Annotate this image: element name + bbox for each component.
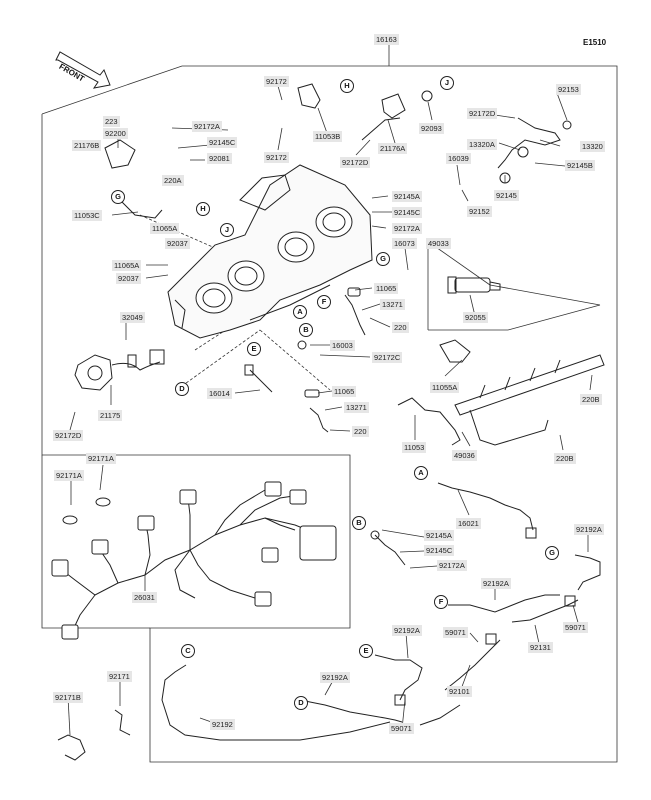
part-label: 92192A xyxy=(392,625,422,636)
part-label: 21176A xyxy=(378,143,408,154)
part-label: 11065A xyxy=(112,260,142,271)
part-label: 92153 xyxy=(556,84,581,95)
ref-letter: J xyxy=(220,223,234,237)
ref-letter: F xyxy=(434,595,448,609)
part-label: 92171A xyxy=(86,453,116,464)
part-label: 92192A xyxy=(481,578,511,589)
part-label: 220B xyxy=(554,453,576,464)
ref-letter: G xyxy=(111,190,125,204)
part-label: 92152 xyxy=(467,206,492,217)
part-label: 49036 xyxy=(452,450,477,461)
part-label: 32049 xyxy=(120,312,145,323)
part-label: 59071 xyxy=(443,627,468,638)
part-label: 92172A xyxy=(392,223,422,234)
ref-letter: A xyxy=(293,305,307,319)
front-arrow-icon: FRONT xyxy=(48,50,104,88)
part-label: 92172 xyxy=(264,152,289,163)
part-label: 92172 xyxy=(264,76,289,87)
part-label: 92192 xyxy=(210,719,235,730)
ref-letter: G xyxy=(545,546,559,560)
part-label: 92131 xyxy=(528,642,553,653)
part-label: 92172A xyxy=(437,560,467,571)
part-label: 92145C xyxy=(424,545,455,556)
ref-letter: B xyxy=(352,516,366,530)
part-label: 59071 xyxy=(563,622,588,633)
part-label: 13320 xyxy=(580,141,605,152)
ref-letter: F xyxy=(317,295,331,309)
part-label: 92192A xyxy=(320,672,350,683)
part-label: 16014 xyxy=(207,388,232,399)
front-label: FRONT xyxy=(57,62,86,84)
part-label: 11053 xyxy=(402,442,427,453)
part-label: 11065A xyxy=(150,223,180,234)
ref-letter: G xyxy=(376,252,390,266)
part-label: 92081 xyxy=(207,153,232,164)
part-label: 13271 xyxy=(344,402,369,413)
part-label: 92145A xyxy=(392,191,422,202)
ref-letter: H xyxy=(196,202,210,216)
ref-letter: C xyxy=(181,644,195,658)
part-label: 92171 xyxy=(107,671,132,682)
part-label: 92172A xyxy=(192,121,222,132)
ref-letter: H xyxy=(340,79,354,93)
diagram-code: E1510 xyxy=(583,38,607,47)
ref-letter: D xyxy=(175,382,189,396)
part-label: 220 xyxy=(392,322,409,333)
part-label: 26031 xyxy=(132,592,157,603)
part-label: 92145C xyxy=(207,137,238,148)
part-label: 220B xyxy=(580,394,602,405)
main-frame xyxy=(41,65,618,763)
part-label: 92172D xyxy=(340,157,371,168)
ref-letter: E xyxy=(247,342,261,356)
part-label: 220A xyxy=(162,175,184,186)
part-label: 92093 xyxy=(419,123,444,134)
part-label: 92172D xyxy=(467,108,498,119)
harness-frame xyxy=(41,455,150,629)
ref-letter: J xyxy=(440,76,454,90)
part-label: 21176B xyxy=(72,140,102,151)
part-label: 16073 xyxy=(392,238,417,249)
part-label: 92171B xyxy=(53,692,83,703)
part-label: 13320A xyxy=(467,139,497,150)
part-label: 49033 xyxy=(426,238,451,249)
part-label: 13271 xyxy=(380,299,405,310)
ref-letter: D xyxy=(294,696,308,710)
part-label: 16163 xyxy=(374,34,399,45)
part-label: 92101 xyxy=(447,686,472,697)
part-label: 16003 xyxy=(330,340,355,351)
part-label: 92037 xyxy=(165,238,190,249)
part-label: 16039 xyxy=(446,153,471,164)
ref-letter: A xyxy=(414,466,428,480)
part-label: 21175 xyxy=(98,410,123,421)
part-label: 92172C xyxy=(372,352,403,363)
part-label: 11065 xyxy=(332,386,357,397)
part-label: 16021 xyxy=(456,518,481,529)
part-label: 11053C xyxy=(72,210,102,221)
part-label: 11055A xyxy=(430,382,460,393)
part-label: 220 xyxy=(352,426,369,437)
part-label: 11065 xyxy=(374,283,399,294)
part-label: 92145C xyxy=(392,207,423,218)
part-label: 92055 xyxy=(463,312,488,323)
part-label: 92200 xyxy=(103,128,128,139)
part-label: 11053B xyxy=(313,131,343,142)
part-label: 59071 xyxy=(389,723,414,734)
ref-letter: E xyxy=(359,644,373,658)
part-label: 92171A xyxy=(54,470,84,481)
part-label: 92145B xyxy=(565,160,595,171)
part-label: 92172D xyxy=(53,430,84,441)
part-label: 92145 xyxy=(494,190,519,201)
part-label: 92145A xyxy=(424,530,454,541)
part-label: 92192A xyxy=(574,524,604,535)
part-label: 92037 xyxy=(116,273,141,284)
ref-letter: B xyxy=(299,323,313,337)
part-label: 223 xyxy=(103,116,120,127)
